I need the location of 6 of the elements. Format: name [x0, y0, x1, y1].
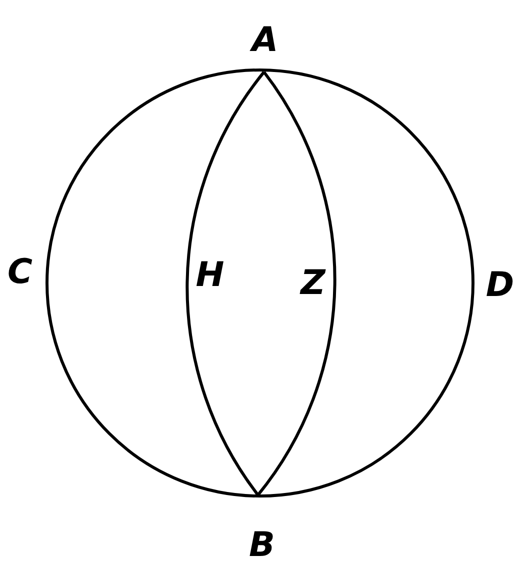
point-label: A: [252, 23, 278, 57]
point-label: Z: [300, 266, 326, 300]
point-label: H: [196, 258, 224, 292]
point-label: B: [249, 528, 275, 562]
point-label: D: [486, 268, 514, 302]
point-label: C: [8, 255, 32, 289]
